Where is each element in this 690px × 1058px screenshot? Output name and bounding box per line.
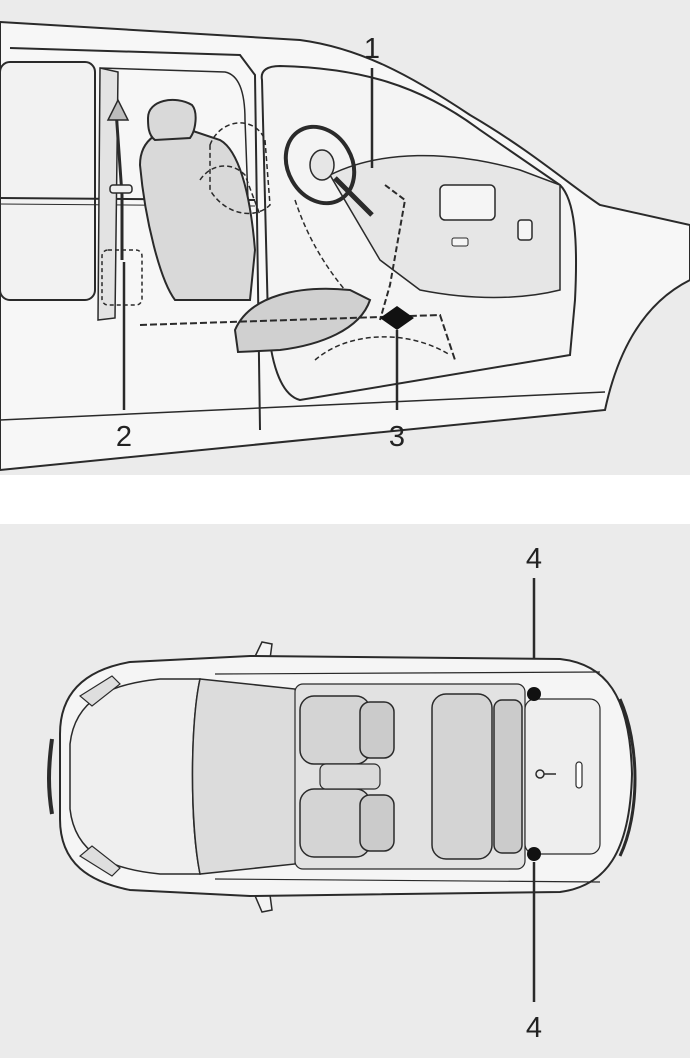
left-headlight: [78, 675, 121, 707]
side-view-panel: 1 2 3: [0, 0, 690, 475]
steering-column: [333, 176, 374, 217]
callout-4-bottom: 4: [526, 1012, 542, 1044]
front-bumper: [47, 738, 54, 815]
rear-bumper: [618, 698, 637, 857]
dashboard-display: [439, 184, 496, 221]
knee-airbag-outline: [379, 184, 407, 321]
floor-wiring-harness: [139, 313, 456, 361]
driver-headrest: [146, 98, 197, 142]
top-view-panel: 4: [0, 524, 690, 1058]
top-view-illustration: 4: [47, 543, 637, 1044]
callout-1: 1: [364, 33, 380, 65]
rear-seat-bench: [431, 693, 493, 860]
rear-side-window: [0, 61, 96, 301]
right-door-line: [214, 878, 601, 883]
rear-door-frame: [9, 47, 261, 431]
center-console: [319, 763, 381, 790]
hood: [69, 678, 201, 875]
left-door-line: [214, 671, 601, 675]
curtain-airbag-outline: [199, 165, 346, 291]
callout-3: 3: [389, 421, 405, 453]
rear-seatback: [493, 699, 523, 854]
dashboard: [328, 154, 561, 299]
front-seatback-left: [359, 701, 395, 759]
anchor-point-lower: [527, 847, 541, 861]
side-view-illustration: 1 2 3: [0, 20, 690, 472]
dashboard-switch: [451, 237, 469, 247]
seat-belt-webbing: [114, 109, 124, 260]
anchor-point-upper: [527, 687, 541, 701]
callout-4-top: 4: [526, 543, 542, 575]
callout-2: 2: [116, 421, 132, 453]
rocker-sill: [0, 391, 606, 421]
b-pillar: [97, 67, 119, 321]
airbag-dashed-outline: [209, 122, 271, 215]
rear-door-handle: [575, 761, 583, 789]
windshield: [191, 678, 300, 875]
dashboard-vent: [517, 219, 533, 241]
seat-belt-pretensioner: [101, 249, 143, 306]
cargo-area: [524, 698, 601, 855]
front-seatback-right: [359, 794, 395, 852]
floor-sensor-arrow: [380, 306, 414, 330]
steering-wheel-hub: [309, 149, 335, 181]
seat-belt-upper-anchor: [106, 98, 130, 121]
steering-wheel: [283, 124, 357, 206]
rear-door-inner: [99, 67, 249, 201]
right-headlight: [78, 845, 121, 877]
seat-belt-guide: [109, 184, 133, 194]
